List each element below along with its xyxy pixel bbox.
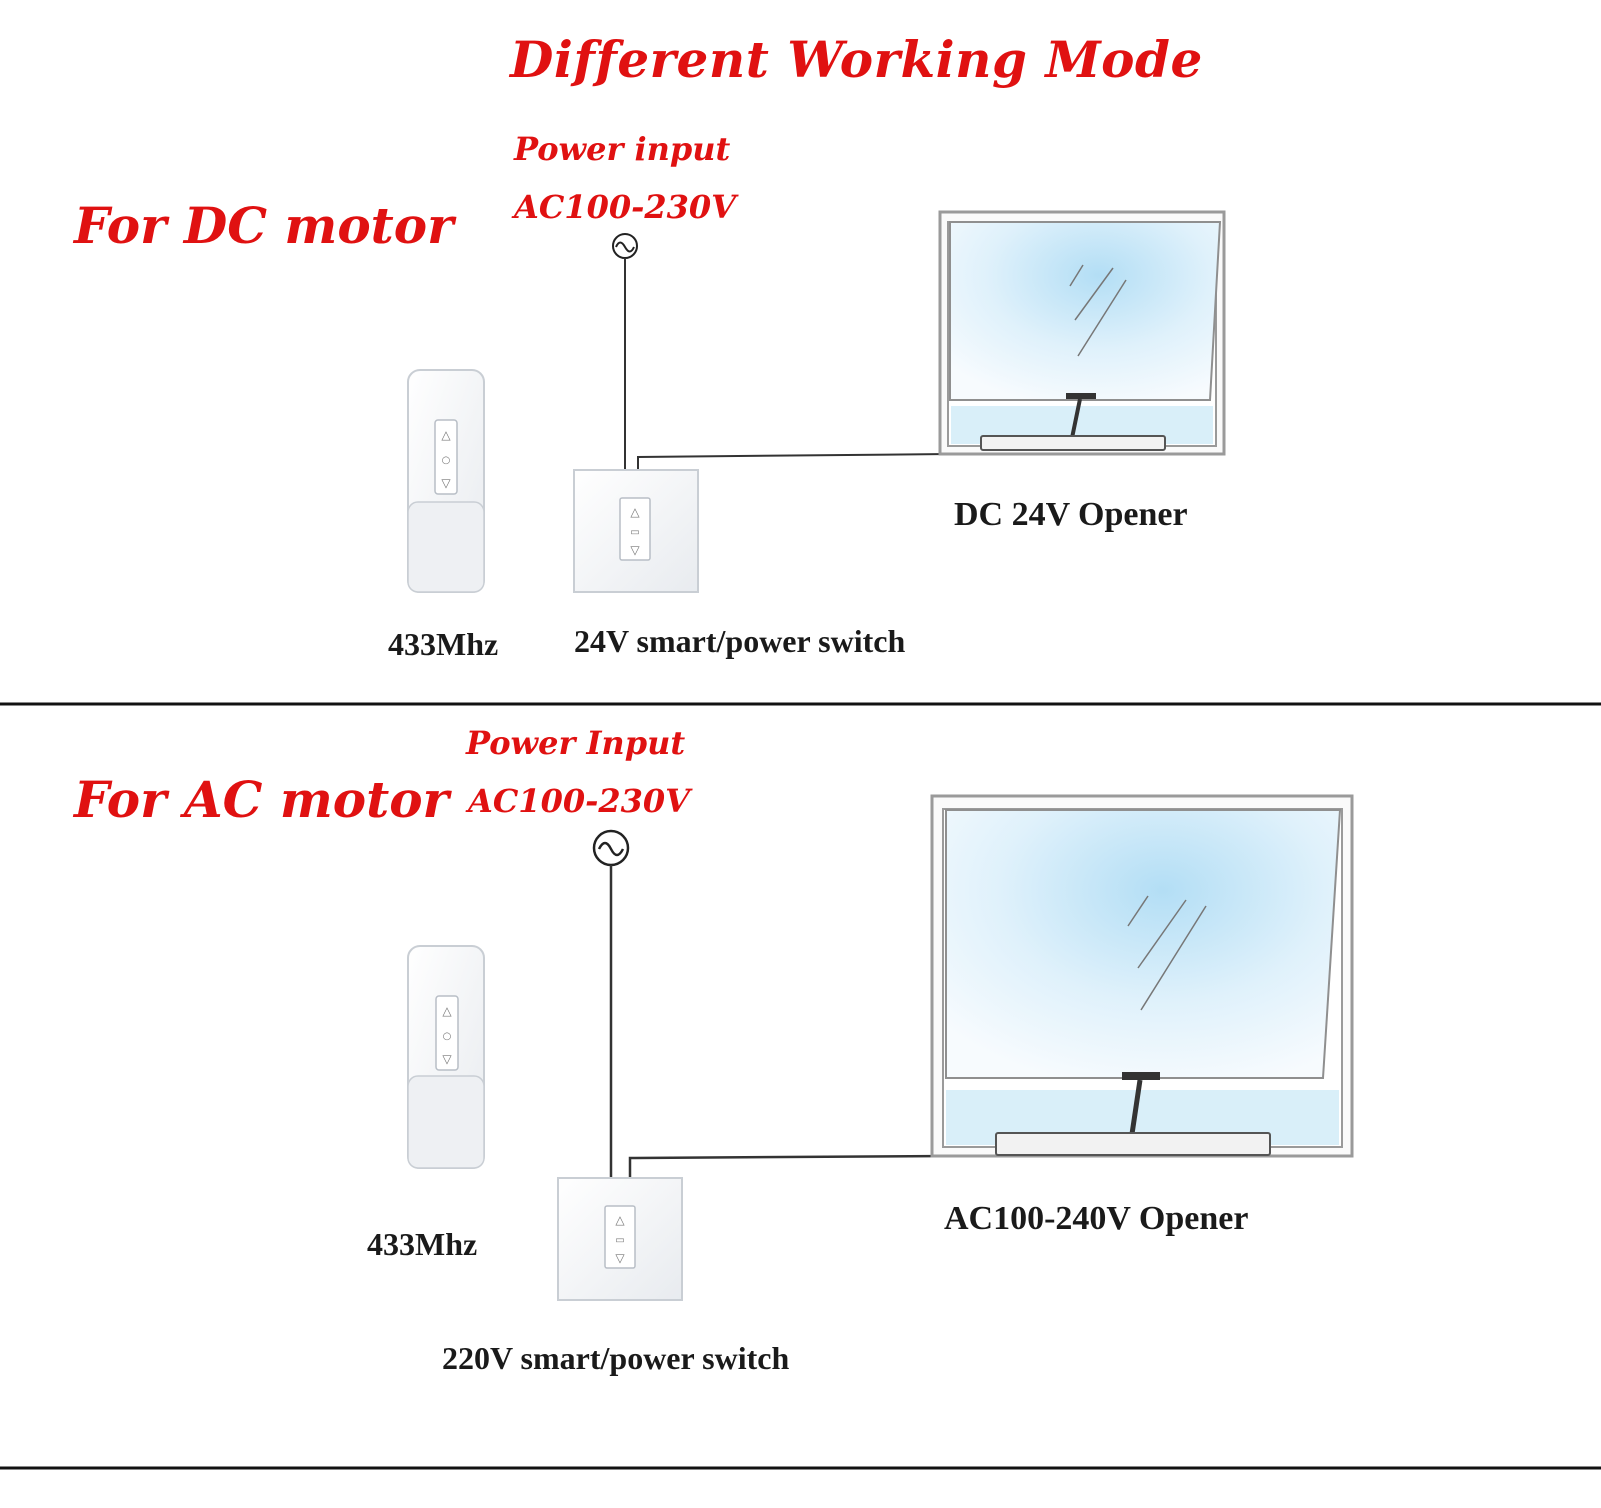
ac-section-heading: For AC motor <box>74 770 449 829</box>
dc-remote-control-icon: △ ○ ▽ <box>407 369 485 593</box>
svg-text:○: ○ <box>442 455 451 466</box>
svg-text:▭: ▭ <box>630 527 639 538</box>
ac-window-opener-icon <box>930 794 1354 1158</box>
ac-power-voltage-label: AC100-230V <box>468 782 690 820</box>
dc-wall-switch-icon: △ ▭ ▽ <box>573 469 699 593</box>
ac-power-input-label: Power Input <box>466 724 686 762</box>
svg-text:△: △ <box>441 428 451 442</box>
ac-motor-wire <box>628 1154 953 1178</box>
ac-remote-control-icon: △ ○ ▽ <box>407 945 485 1169</box>
ac-remote-label: 433Mhz <box>367 1226 478 1262</box>
ac-power-source-icon <box>592 829 630 867</box>
ac-wall-switch-icon: △ ▭ ▽ <box>557 1177 683 1301</box>
dc-section-heading: For DC motor <box>74 196 454 255</box>
dc-switch-label: 24V smart/power switch <box>574 623 906 659</box>
dc-power-source-icon <box>612 233 638 259</box>
svg-text:○: ○ <box>443 1031 452 1042</box>
diagram-title: Different Working Mode <box>510 30 1203 89</box>
svg-text:△: △ <box>615 1213 625 1227</box>
ac-opener-label: AC100-240V Opener <box>944 1200 1249 1237</box>
svg-text:△: △ <box>442 1004 452 1018</box>
dc-power-input-label: Power input <box>514 130 731 168</box>
ac-switch-label: 220V smart/power switch <box>442 1340 790 1376</box>
dc-window-opener-icon <box>938 210 1226 456</box>
svg-text:▽: ▽ <box>615 1251 625 1265</box>
svg-text:▽: ▽ <box>442 1052 452 1066</box>
svg-text:▭: ▭ <box>615 1235 624 1246</box>
svg-text:▽: ▽ <box>630 543 640 557</box>
svg-text:△: △ <box>630 505 640 519</box>
dc-motor-wire <box>637 453 951 470</box>
dc-power-voltage-label: AC100-230V <box>514 188 736 226</box>
dc-opener-label: DC 24V Opener <box>954 496 1188 533</box>
svg-text:▽: ▽ <box>441 476 451 490</box>
dc-remote-label: 433Mhz <box>388 626 499 662</box>
